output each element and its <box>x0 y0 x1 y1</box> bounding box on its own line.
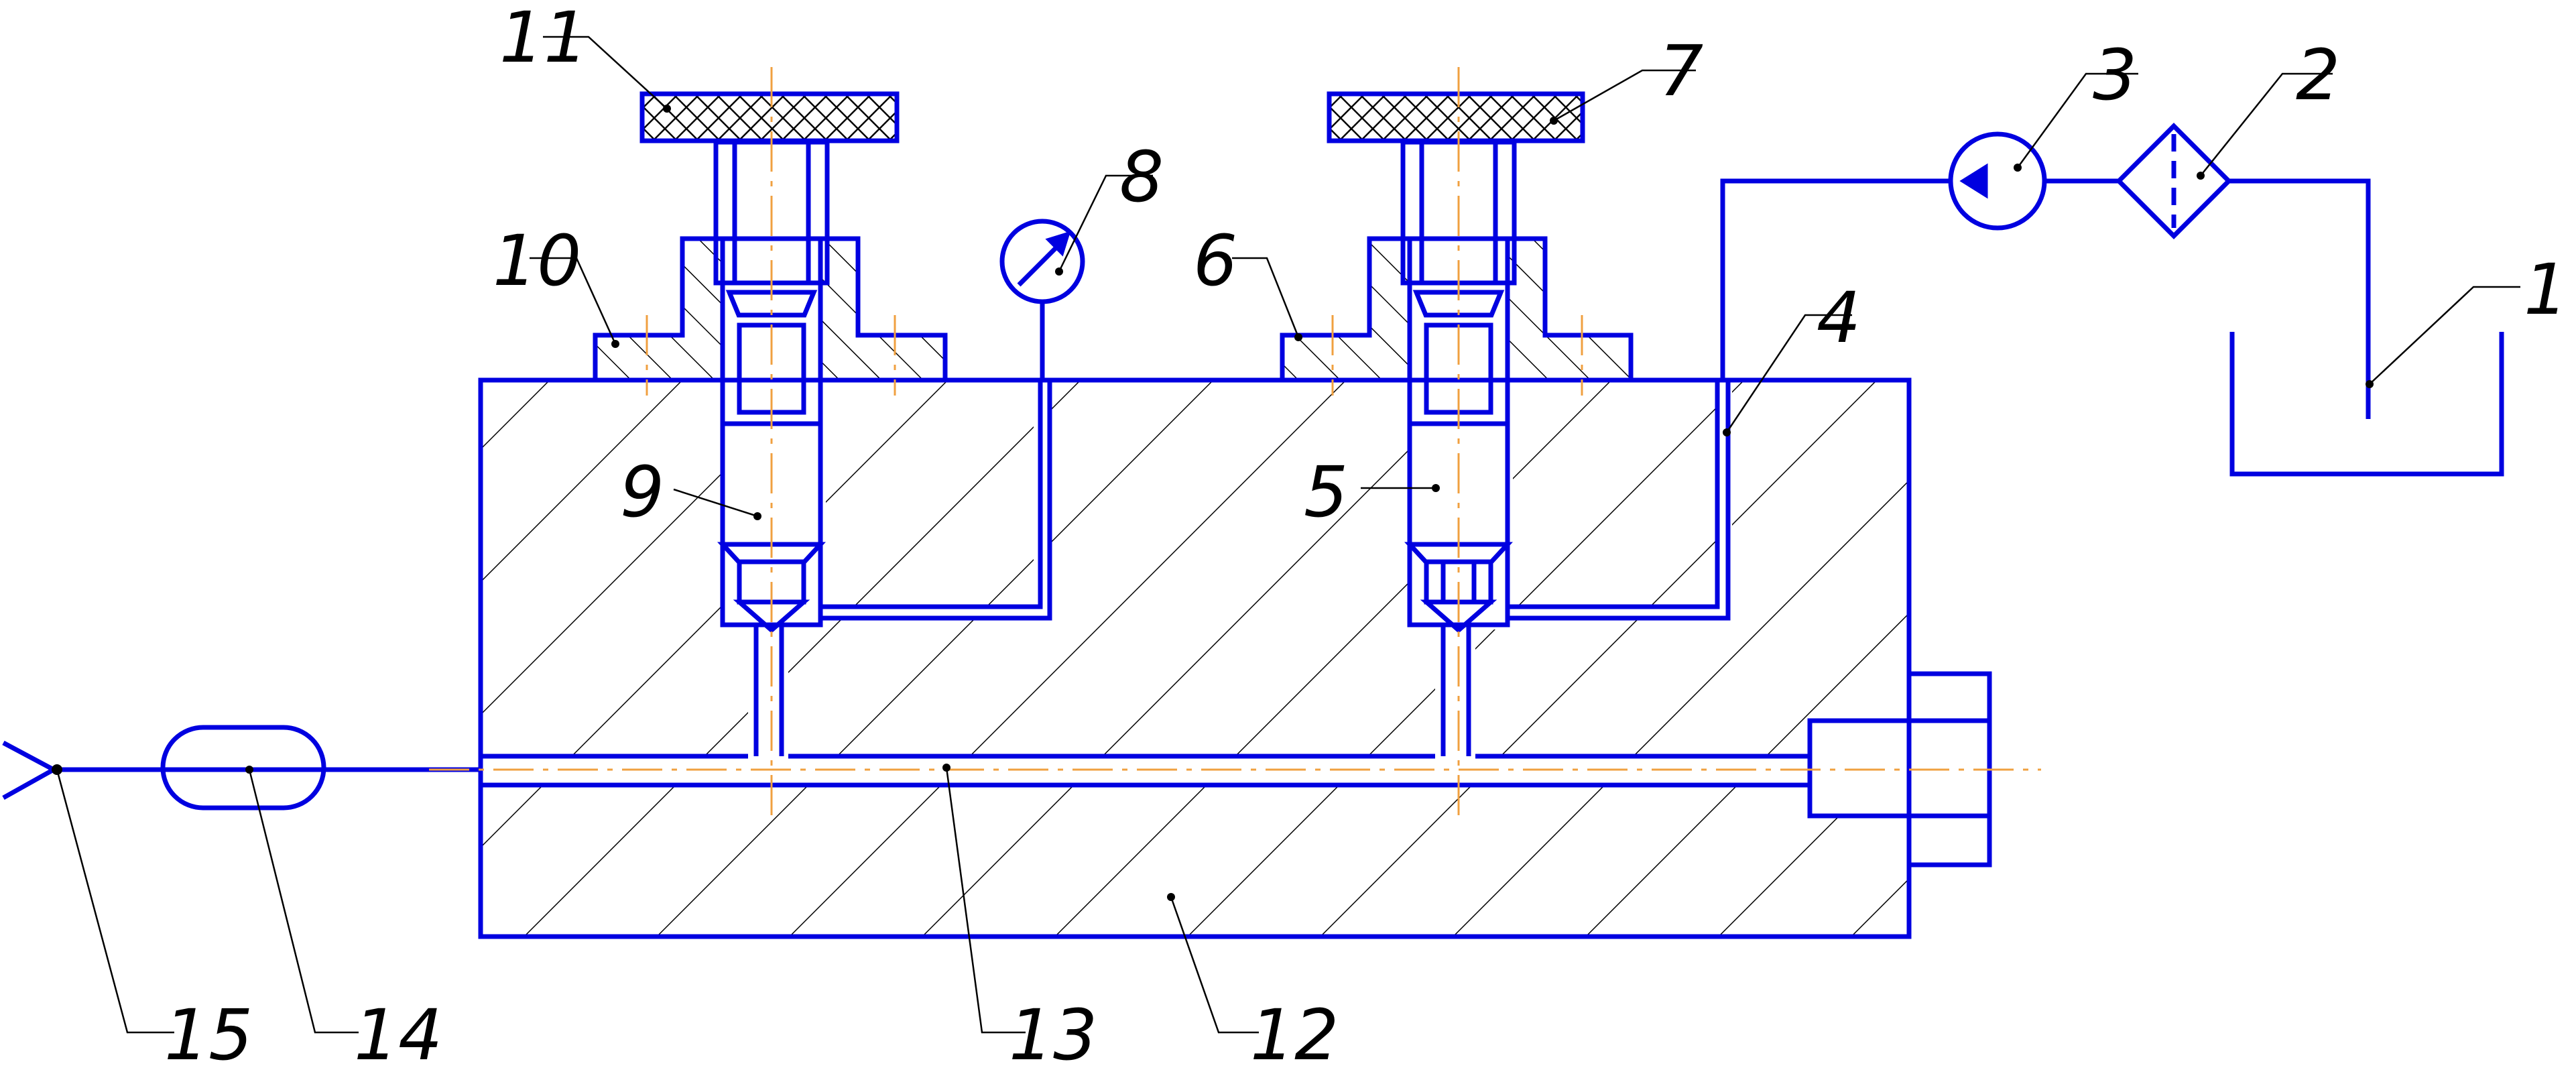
inlet-line <box>2 725 481 811</box>
callout-1: 1 <box>2524 249 2568 331</box>
tank-icon <box>2229 332 2504 477</box>
valve-body-left <box>593 236 948 383</box>
callout-12: 12 <box>1250 994 1339 1076</box>
callout-2: 2 <box>2296 34 2340 116</box>
leader-lines <box>56 36 2520 1034</box>
callout-3: 3 <box>2093 34 2137 116</box>
callout-10: 10 <box>493 220 581 302</box>
outline-lines <box>478 377 1992 939</box>
callout-5: 5 <box>1304 451 1348 533</box>
handwheel-left[interactable] <box>639 91 900 143</box>
nozzle-icon <box>2 740 59 800</box>
callout-11: 11 <box>499 0 588 78</box>
callout-8: 8 <box>1119 136 1164 218</box>
callout-6: 6 <box>1193 220 1237 302</box>
leader-dots <box>52 105 2374 901</box>
pressure-gauge <box>999 219 1085 380</box>
callout-labels: 1 2 3 4 5 6 7 8 9 10 11 12 13 14 15 <box>164 0 2568 1076</box>
center-lines <box>429 67 2041 821</box>
callout-7: 7 <box>1659 30 1703 112</box>
block-body <box>481 380 1909 937</box>
callout-14: 14 <box>354 994 442 1076</box>
callout-9: 9 <box>620 451 664 533</box>
valve-body-right <box>1280 236 1634 383</box>
callout-15: 15 <box>164 994 253 1076</box>
accumulator-icon <box>160 725 326 811</box>
supply-line <box>1720 123 2504 477</box>
callout-13: 13 <box>1009 994 1097 1076</box>
handwheel-right[interactable] <box>1327 91 1585 143</box>
callout-4: 4 <box>1817 277 1861 359</box>
